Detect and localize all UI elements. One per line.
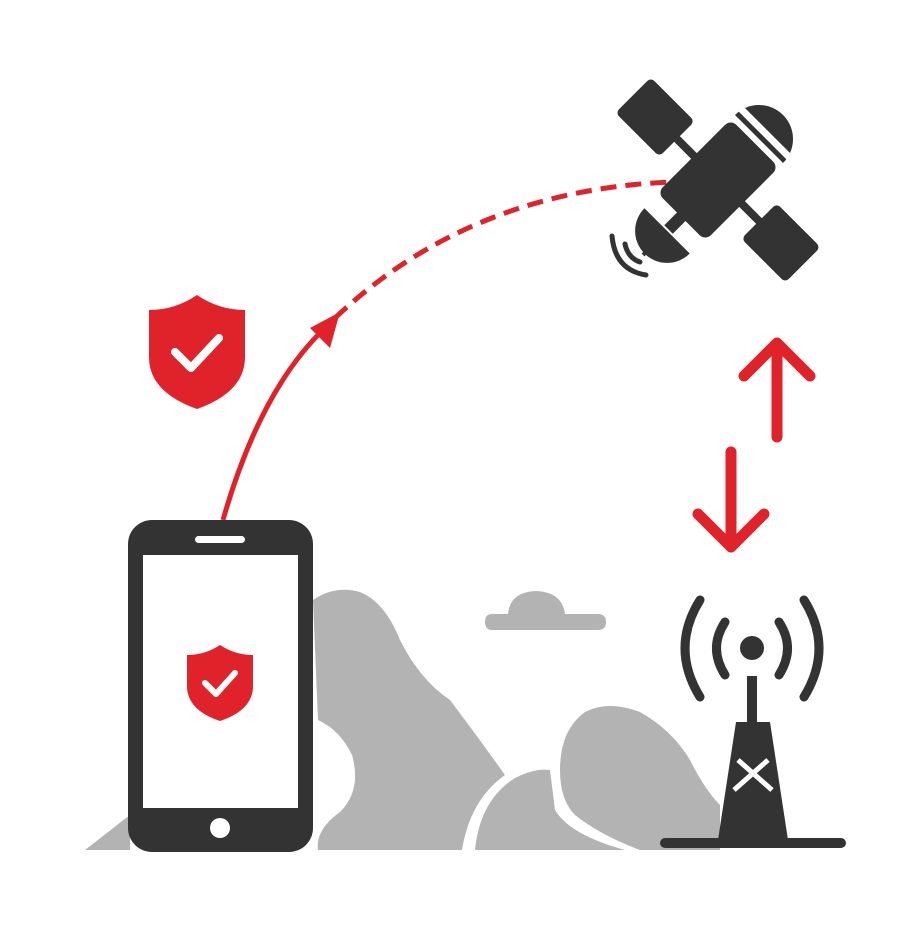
phone-speaker bbox=[195, 536, 245, 543]
mountain-left bbox=[85, 815, 130, 850]
smartphone-icon bbox=[128, 520, 313, 852]
arrow-head-icon bbox=[310, 312, 340, 348]
signal-path-dashed bbox=[333, 179, 673, 320]
cloud-icon bbox=[485, 591, 606, 630]
arrow-up-icon bbox=[738, 337, 816, 443]
satellite-signal-icon bbox=[609, 233, 649, 278]
signal-path-solid bbox=[220, 326, 327, 521]
shield-check-icon bbox=[187, 645, 253, 721]
mountain-main bbox=[313, 589, 505, 850]
phone-home-button bbox=[210, 818, 230, 838]
cell-tower-icon bbox=[660, 595, 846, 848]
mountains-icon bbox=[85, 589, 720, 850]
hill-middle bbox=[475, 769, 625, 850]
hill-right bbox=[560, 706, 720, 850]
arrow-down-icon bbox=[692, 446, 770, 553]
shield-check-icon bbox=[149, 295, 245, 409]
satellite-icon bbox=[617, 79, 819, 281]
